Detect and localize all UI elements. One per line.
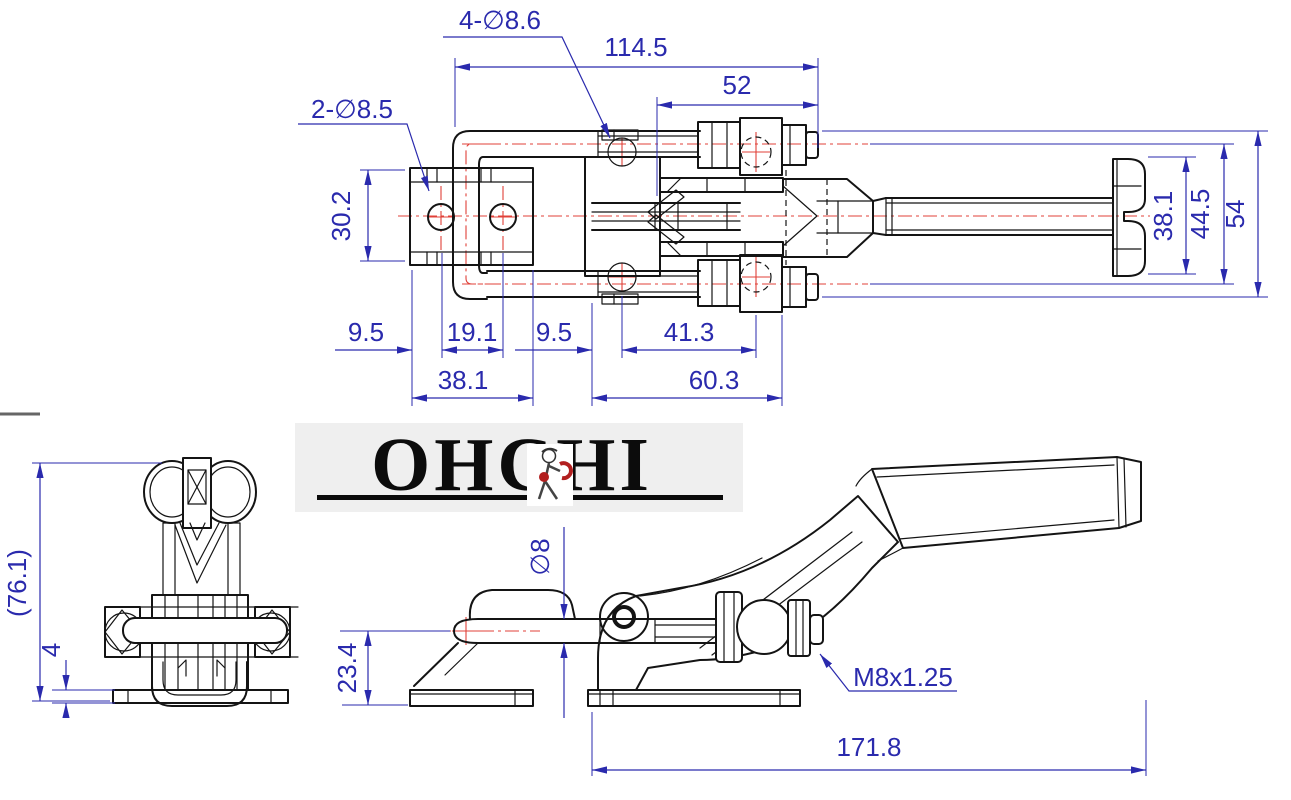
logo-underline (317, 495, 723, 500)
adjust-nuts (697, 117, 819, 313)
label-4-holes: 4-∅8.6 (459, 5, 541, 35)
logo-brand-text: OHCHI (371, 423, 653, 507)
link-eye-hole (607, 137, 637, 167)
svg-text:38.1: 38.1 (438, 365, 489, 395)
front-linkage (162, 522, 241, 596)
svg-text:114.5: 114.5 (604, 32, 667, 62)
svg-text:38.1: 38.1 (1148, 191, 1178, 242)
svg-text:54: 54 (1220, 200, 1250, 229)
svg-text:30.2: 30.2 (326, 191, 356, 242)
ubolt-bend-centerline (465, 143, 487, 285)
dim-overall-width: 114.5 (454, 32, 819, 148)
leader-thread-spec: M8x1.25 (819, 653, 957, 692)
svg-text:23.4: 23.4 (332, 643, 362, 694)
svg-text:171.8: 171.8 (836, 732, 901, 762)
svg-text:19.1: 19.1 (447, 317, 498, 347)
logo-mascot-icon (527, 444, 573, 506)
dim-bracket-height: 30.2 (326, 169, 405, 262)
svg-text:(76.1): (76.1) (2, 549, 32, 617)
svg-text:9.5: 9.5 (536, 317, 572, 347)
side-latch (409, 589, 605, 707)
side-view: ∅8 23.4 M8x1.25 171.8 (332, 456, 1147, 776)
front-view: (76.1) 4 (2, 457, 299, 718)
t-grip (1112, 158, 1146, 277)
dim-rod-center-height: 23.4 (332, 630, 450, 706)
latch-bracket (409, 167, 534, 266)
logo: OHCHI (295, 423, 743, 512)
dim-bottom-row: 9.5 19.1 9.5 41.3 38.1 60.3 (335, 253, 783, 406)
dim-overall-height: 54 (822, 130, 1268, 298)
svg-text:52: 52 (723, 70, 752, 100)
svg-text:M8x1.25: M8x1.25 (853, 662, 953, 692)
front-grip (143, 457, 257, 529)
svg-text:41.3: 41.3 (664, 317, 715, 347)
toggle-mechanism (591, 170, 874, 265)
dim-overall-length: 171.8 (591, 700, 1147, 776)
label-2-holes: 2-∅8.5 (311, 94, 393, 124)
dim-base-thickness: 4 (36, 643, 115, 718)
front-body-and-nuts (104, 594, 299, 691)
leader-4-holes: 4-∅8.6 (443, 5, 611, 139)
front-base (112, 661, 289, 707)
svg-text:44.5: 44.5 (1185, 189, 1215, 240)
side-clamp-body (587, 495, 899, 707)
handle-top (872, 158, 1146, 277)
svg-text:9.5: 9.5 (348, 317, 384, 347)
svg-text:∅8: ∅8 (525, 538, 555, 575)
bracket-hole (489, 203, 517, 231)
dim-rod-dia: ∅8 (525, 527, 568, 718)
side-rod-and-nuts (599, 591, 824, 663)
dim-rod-spacing: 44.5 (870, 143, 1234, 285)
svg-text:4: 4 (36, 643, 66, 657)
dim-stud-length: 52 (656, 70, 818, 196)
svg-text:60.3: 60.3 (689, 365, 740, 395)
leader-2-holes: 2-∅8.5 (298, 94, 430, 192)
top-view: 4-∅8.6 2-∅8.5 114.5 52 30.2 (298, 5, 1268, 406)
dim-grip-width: 38.1 (1148, 156, 1196, 275)
dim-front-height: (76.1) (2, 462, 162, 702)
side-handle (855, 456, 1142, 562)
